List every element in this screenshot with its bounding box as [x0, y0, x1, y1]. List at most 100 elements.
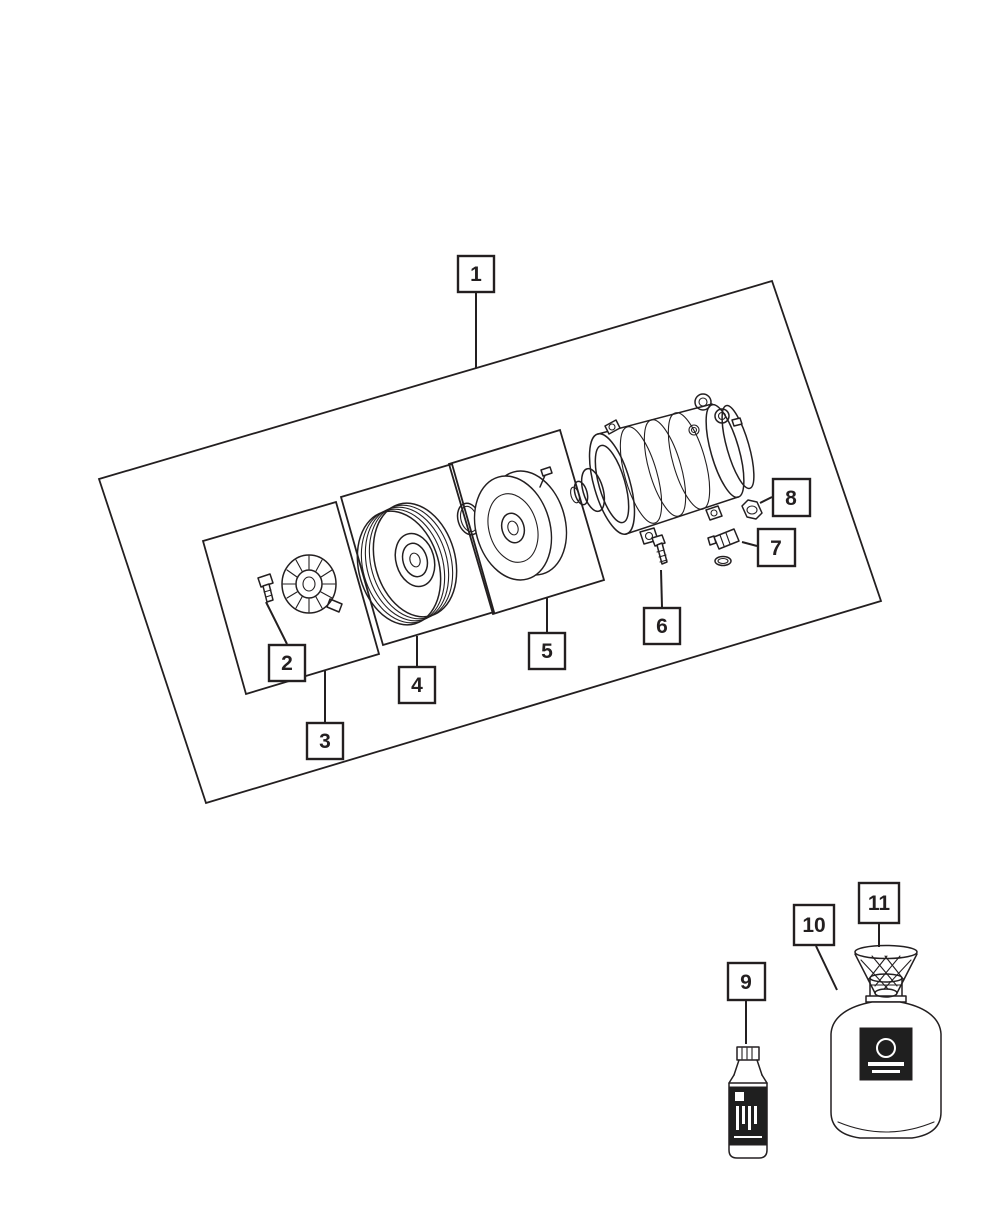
- callout-4-label: 4: [411, 674, 423, 697]
- compressor-seam: [643, 419, 687, 517]
- pulley-kit-outline: [339, 462, 496, 647]
- callout-10-label: 10: [802, 914, 825, 937]
- coil-hub: [302, 576, 316, 592]
- front-bracket-hole: [608, 423, 616, 431]
- callout-7[interactable]: 7: [741, 527, 797, 568]
- discharge-port-hole: [717, 411, 727, 421]
- valve-o-ring: [714, 555, 732, 567]
- callout-6[interactable]: 6: [642, 569, 682, 646]
- funnel-rim: [854, 944, 918, 960]
- callout-4-box[interactable]: [397, 665, 437, 705]
- bottle-neck-right: [756, 1059, 763, 1076]
- field-coil-kit-outline: [201, 500, 381, 696]
- bolt-shaft: [262, 583, 274, 603]
- canister-label-wordmark: [868, 1062, 904, 1066]
- hatch-line: [295, 559, 303, 572]
- callout-10-box[interactable]: [792, 903, 836, 947]
- compressor-snout: [580, 467, 606, 513]
- callout-11-label: 11: [868, 892, 891, 915]
- bottle-label-bar: [736, 1106, 739, 1130]
- callout-1[interactable]: 1: [456, 254, 496, 368]
- hatch-line: [871, 955, 898, 987]
- compressor-front-face: [594, 444, 630, 524]
- callout-1-box[interactable]: [456, 254, 496, 294]
- callout-2-box[interactable]: [267, 643, 307, 683]
- mount-lug-front-hole: [644, 531, 654, 541]
- funnel-side-left: [854, 953, 876, 994]
- clutch-plate: [473, 466, 568, 581]
- coil-mount-bolt: [257, 573, 274, 603]
- callout-8-box[interactable]: [771, 477, 812, 518]
- coil-connector-tab: [326, 598, 343, 613]
- hatch-line: [884, 955, 905, 981]
- hatch-line: [295, 596, 303, 609]
- stud-thread-line: [658, 554, 667, 558]
- bottle-label-rule: [734, 1136, 762, 1138]
- callout-5-box[interactable]: [527, 631, 567, 671]
- callout-3-box[interactable]: [305, 721, 345, 761]
- callout-5[interactable]: 5: [527, 598, 567, 671]
- compressor-shaft: [573, 480, 589, 506]
- stud-thread-line: [656, 549, 665, 553]
- hatch-line: [286, 591, 298, 599]
- clutch-plate-hub-hole: [507, 520, 519, 536]
- callout-9-label: 9: [740, 971, 752, 994]
- pulley-front-rim: [372, 502, 458, 618]
- callout-1-label: 1: [470, 263, 482, 286]
- hatch-line: [860, 959, 889, 990]
- bottle-label-bar: [754, 1106, 757, 1124]
- compressor-bottom-line: [625, 496, 739, 535]
- field-coil-kit-box: [201, 500, 381, 696]
- clutch-plate-hub: [500, 512, 526, 544]
- refrigerant-canister: [830, 973, 942, 1139]
- hatch-line: [315, 559, 323, 572]
- callout-9-box[interactable]: [726, 961, 767, 1002]
- funnel-side-right: [896, 953, 918, 994]
- callout-6-leader: [660, 569, 663, 608]
- bottle-shoulder-left: [728, 1074, 735, 1084]
- coil-outer-ring: [281, 554, 337, 614]
- bottle-label-logo: [735, 1092, 744, 1101]
- charging-funnel: [854, 944, 918, 998]
- bottle-cap: [736, 1046, 760, 1061]
- funnel-hatch: [860, 955, 912, 990]
- front-bracket: [604, 419, 621, 435]
- callout-3[interactable]: 3: [305, 671, 345, 761]
- clutch-pulley: [356, 502, 458, 626]
- pulley-groove: [360, 508, 446, 624]
- callout-5-label: 5: [541, 640, 553, 663]
- callout-10-leader: [815, 945, 838, 991]
- clutch-plate-kit-box: [447, 428, 606, 616]
- callout-6-box[interactable]: [642, 606, 682, 646]
- callout-4[interactable]: 4: [397, 636, 437, 705]
- valve-ridge: [719, 534, 725, 547]
- callout-9[interactable]: 9: [726, 961, 767, 1044]
- compressor: [570, 393, 755, 545]
- callout-11-box[interactable]: [857, 881, 901, 925]
- callout-7-leader: [741, 541, 758, 547]
- callout-10[interactable]: 10: [792, 903, 838, 991]
- plate-stud-head: [540, 466, 553, 477]
- callout-11[interactable]: 11: [857, 881, 901, 947]
- canister-label-logo: [876, 1038, 896, 1058]
- bottle-label-bar: [748, 1106, 751, 1130]
- callout-7-label: 7: [770, 537, 782, 560]
- bottle-label-bar: [742, 1106, 745, 1124]
- discharge-port: [714, 408, 730, 424]
- callout-8[interactable]: 8: [759, 477, 812, 518]
- body-fitting: [688, 424, 700, 436]
- assembly-boundary-box: [97, 279, 883, 805]
- suction-port: [694, 393, 712, 411]
- rear-bolt-head: [731, 417, 743, 427]
- compressor-seam: [667, 412, 711, 510]
- hatch-line: [286, 569, 298, 578]
- compressor-shaft-end: [570, 486, 580, 504]
- callout-8-leader: [759, 496, 773, 504]
- callout-7-box[interactable]: [756, 527, 797, 568]
- valve-cap: [741, 499, 763, 520]
- pulley-bearing-inner: [401, 542, 429, 578]
- mount-lug-rear-hole: [710, 509, 718, 517]
- callout-2[interactable]: 2: [265, 601, 307, 683]
- bolt-thread-line: [263, 589, 272, 593]
